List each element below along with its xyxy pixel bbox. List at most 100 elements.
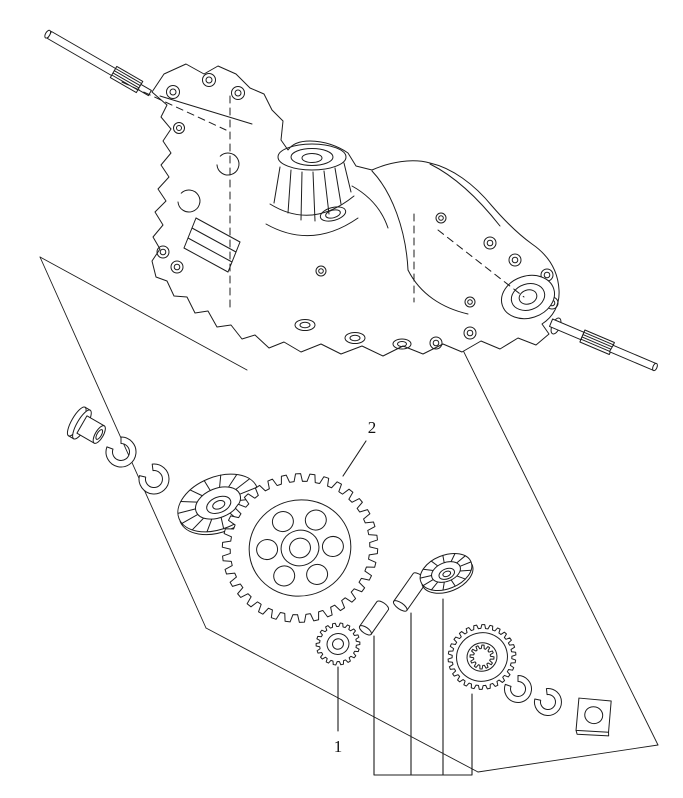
line-art-segment (442, 581, 445, 591)
line-art-segment (177, 508, 197, 514)
line-art-segment (156, 245, 170, 259)
spline-line (581, 336, 612, 350)
boss-rib (273, 166, 281, 204)
line-art-segment (301, 153, 323, 163)
line-art-segment (231, 86, 245, 100)
line-art-segment (203, 480, 211, 491)
line-art-segment (325, 209, 341, 219)
shaft-tip (137, 83, 152, 97)
line-art-segment (429, 336, 443, 350)
line-art-segment (277, 143, 347, 171)
housing-top-flange (159, 73, 253, 134)
line-art-segment (397, 341, 407, 347)
boss-rib (300, 171, 303, 221)
line-art-segment (371, 170, 409, 271)
line-art-segment (543, 271, 551, 279)
line-art-segment (456, 575, 466, 580)
snap-ring (177, 189, 201, 213)
line-art-segment (584, 706, 604, 725)
bevel-side-gear-right (419, 552, 474, 594)
line-art-segment (138, 463, 170, 495)
spline-section (579, 329, 615, 355)
assembly-guide-lines (121, 81, 525, 313)
line-art-segment (442, 554, 445, 564)
line-art-segment (206, 495, 232, 514)
line-art-segment (234, 89, 242, 97)
line-art-segment (429, 163, 501, 227)
spline-line (580, 338, 611, 353)
lightening-hole (256, 538, 279, 561)
right-axle-shaft (549, 317, 658, 372)
line-art-segment (438, 215, 444, 221)
line-art-segment (435, 212, 447, 224)
spline-section (109, 65, 144, 94)
line-art-segment (466, 329, 474, 337)
line-art-segment (294, 319, 316, 331)
snap-ring (216, 152, 240, 176)
line-art-segment (464, 296, 476, 308)
line-art-segment (173, 263, 181, 271)
callout-2: 2 (342, 418, 377, 477)
line-art-segment (206, 518, 213, 533)
housing-center-details (294, 206, 412, 350)
line-art-segment (351, 185, 389, 229)
line-art-segment (486, 239, 494, 247)
line-art-segment (159, 95, 253, 125)
line-art-segment (319, 206, 347, 222)
line-art-segment (456, 555, 466, 564)
flanged-bushing (66, 406, 106, 444)
line-art-segment (239, 486, 258, 495)
line-art-segment (318, 268, 324, 274)
spline-line (112, 72, 140, 89)
plane-edge (39, 256, 248, 371)
line-art-segment (181, 513, 199, 524)
shaft-tip (608, 344, 657, 371)
line-art-segment (344, 332, 366, 344)
square-bearing-washer (575, 697, 612, 737)
line-art-segment (159, 248, 167, 256)
plane-edge (205, 627, 479, 773)
callout-1-leader-lines (337, 598, 473, 776)
line-art-segment (518, 289, 538, 305)
line-art-segment (169, 88, 177, 96)
boss-rib (287, 169, 292, 214)
line-art-segment (511, 256, 519, 264)
line-art-segment (173, 122, 185, 134)
line-art-segment (533, 688, 562, 716)
line-art-segment (575, 729, 610, 737)
line-art-segment (290, 148, 334, 166)
boss-rib (343, 162, 352, 193)
boss-rib (334, 167, 342, 205)
line-art-segment (459, 569, 472, 572)
line-art-segment (195, 486, 241, 520)
line-art-segment (189, 489, 203, 497)
callout-2-label: 2 (368, 418, 377, 437)
line-art-segment (180, 501, 198, 503)
line-art-segment (392, 338, 412, 350)
hub (280, 529, 320, 567)
shaft-body (47, 31, 118, 77)
retainer-clip (504, 675, 532, 703)
line-art-segment (228, 473, 238, 488)
housing-snap-rings (177, 152, 240, 213)
line-art-segment (315, 265, 327, 277)
shaft-end-cap (44, 29, 52, 39)
spline-line (583, 331, 614, 346)
guide-line (121, 81, 227, 131)
line-art-segment (442, 570, 452, 578)
line-art-segment (176, 125, 182, 131)
line-art-segment (432, 339, 440, 347)
line-art-segment (187, 237, 233, 263)
retainer-clip (138, 463, 170, 495)
line-art-segment (220, 516, 225, 530)
differential-ring-gear (221, 473, 379, 623)
line-art-segment (431, 561, 461, 583)
line-art-segment (421, 564, 474, 594)
line-art-segment (235, 478, 251, 490)
lightening-hole (321, 535, 344, 558)
retainer-clip (533, 688, 562, 716)
line-art-segment (422, 568, 434, 571)
line-art-segment (166, 85, 180, 99)
callout-1-label: 1 (334, 737, 343, 756)
